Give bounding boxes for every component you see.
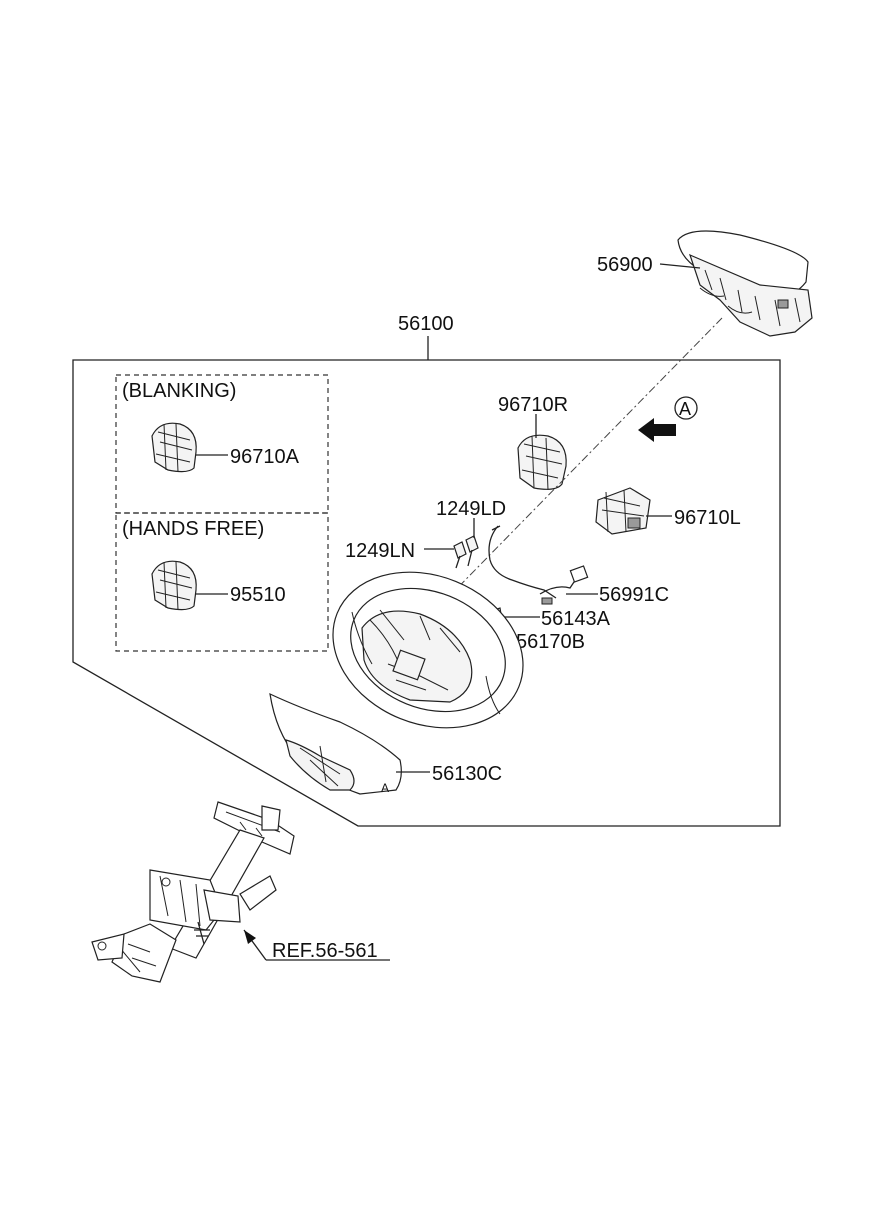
label-56130C: 56130C	[432, 763, 502, 785]
hands-free-caption: (HANDS FREE)	[122, 518, 264, 540]
assembly-axis-line	[429, 317, 723, 617]
label-95510: 95510	[230, 584, 286, 606]
lower-cover-56130C[interactable]: A	[269, 692, 402, 795]
label-56100: 56100	[398, 313, 454, 335]
label-96710R: 96710R	[498, 394, 568, 416]
switch-95510[interactable]	[151, 560, 197, 611]
steering-wheel-body[interactable]	[309, 545, 546, 756]
label-1249LN: 1249LN	[345, 540, 415, 562]
ref-arrow-icon	[244, 930, 256, 944]
assembly-outline-56100	[72, 359, 781, 827]
bolt-1249LD[interactable]	[465, 535, 479, 567]
label-56143A: 56143A	[541, 608, 611, 630]
label-56900: 56900	[597, 254, 653, 276]
bolt-1249LN[interactable]	[453, 541, 467, 569]
label-96710A: 96710A	[230, 446, 300, 468]
label-96710L: 96710L	[674, 507, 741, 529]
switch-96710R[interactable]	[517, 434, 567, 491]
switch-96710A[interactable]	[151, 422, 197, 473]
leader-56900	[659, 263, 701, 269]
label-56170B: 56170B	[516, 631, 585, 653]
view-a-indicator: A	[638, 396, 698, 442]
view-a-letter: A	[679, 399, 691, 419]
airbag-module-56900[interactable]	[677, 230, 813, 337]
blanking-option-box	[115, 374, 329, 514]
cover-mark-glyph: A	[381, 781, 389, 795]
steering-column[interactable]	[91, 801, 295, 983]
label-ref: REF.56-561	[272, 940, 378, 962]
label-56991C: 56991C	[599, 584, 669, 606]
blanking-caption: (BLANKING)	[122, 380, 236, 402]
hands-free-option-box	[115, 512, 329, 652]
view-arrow-icon	[638, 418, 676, 442]
label-1249LD: 1249LD	[436, 498, 506, 520]
wiring-56991C[interactable]	[488, 525, 589, 605]
view-a-circle	[674, 396, 698, 420]
switch-96710L[interactable]	[595, 487, 651, 535]
